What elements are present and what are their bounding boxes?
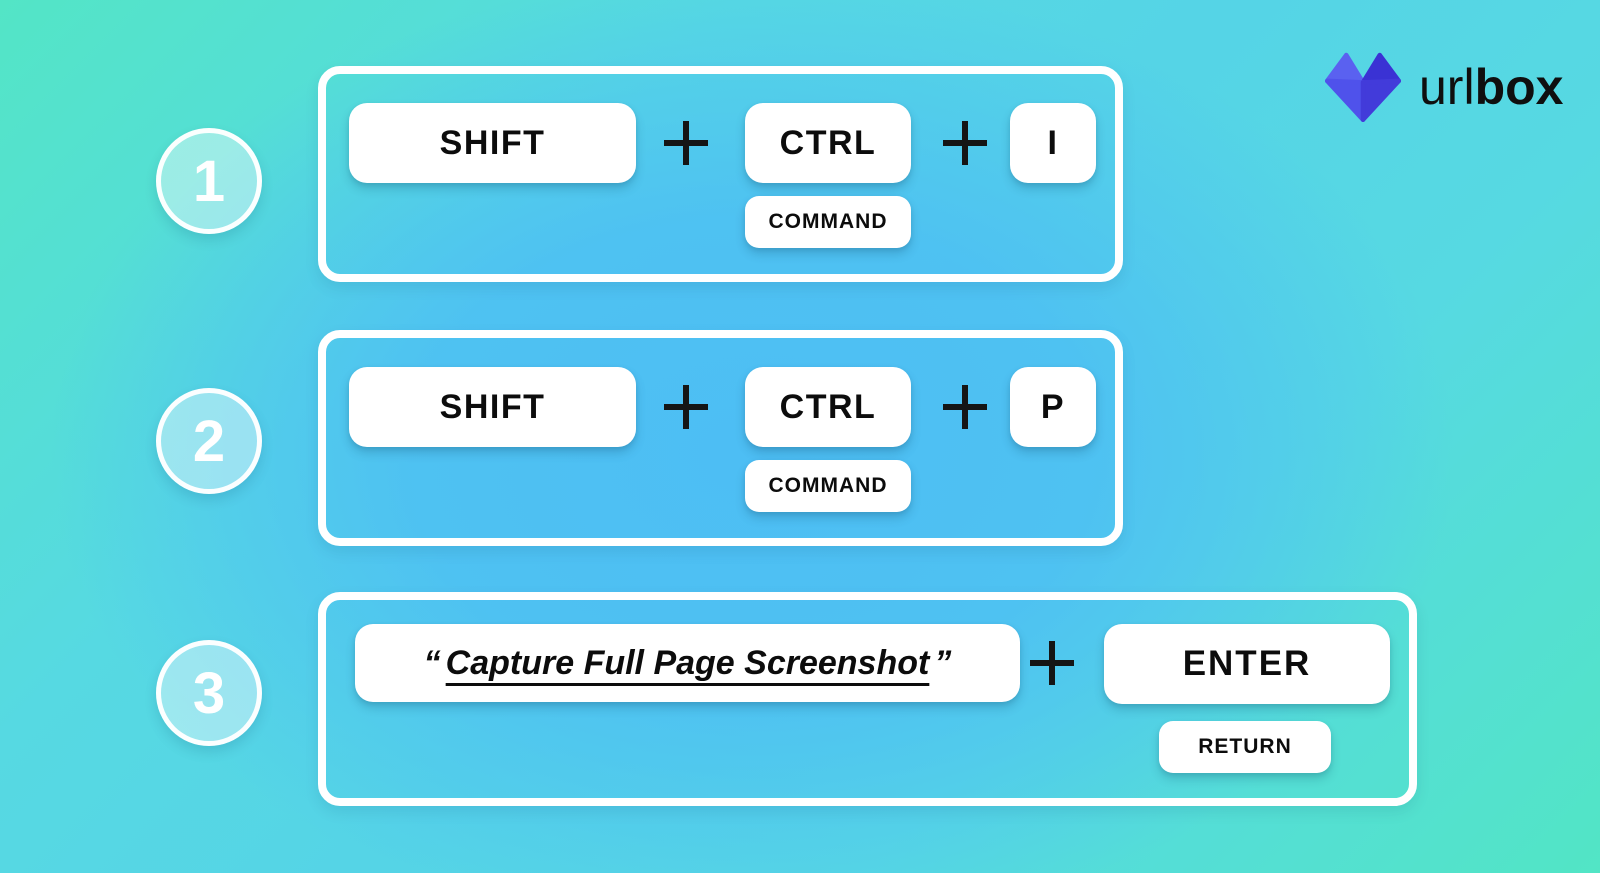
key-enter-label: ENTER <box>1182 644 1312 683</box>
plus-icon <box>663 367 709 447</box>
plus-icon <box>942 367 988 447</box>
key-shift: SHIFT <box>349 103 636 183</box>
phrase-text: Capture Full Page Screenshot <box>445 643 930 682</box>
plus-icon <box>942 103 988 183</box>
step-2-number-badge: 2 <box>156 388 262 494</box>
key-enter: ENTER <box>1104 624 1390 704</box>
plus-icon <box>1029 624 1075 702</box>
key-shift: SHIFT <box>349 367 636 447</box>
key-command-label: COMMAND <box>768 210 888 233</box>
step-2-box: SHIFT CTRL COMMAND P <box>318 330 1123 546</box>
step-3-box: “Capture Full Page Screenshot” ENTER RET… <box>318 592 1417 806</box>
urlbox-logo: urlbox <box>1323 52 1563 122</box>
key-ctrl: CTRL <box>745 367 911 447</box>
key-command: COMMAND <box>745 196 911 248</box>
key-shift-label: SHIFT <box>439 387 546 426</box>
step-1-number: 1 <box>192 148 226 214</box>
key-letter-i: I <box>1010 103 1096 183</box>
step-3-number-badge: 3 <box>156 640 262 746</box>
key-letter-i-label: I <box>1047 123 1059 162</box>
step-3-number: 3 <box>192 660 226 726</box>
key-command-label: COMMAND <box>768 474 888 497</box>
plus-icon <box>663 103 709 183</box>
key-return: RETURN <box>1159 721 1331 773</box>
key-letter-p: P <box>1010 367 1096 447</box>
key-letter-p-label: P <box>1040 387 1066 426</box>
key-shift-label: SHIFT <box>439 123 546 162</box>
key-ctrl-label: CTRL <box>779 387 877 426</box>
logo-text-url: url <box>1419 59 1475 115</box>
key-phrase-capture-full-page-screenshot: “Capture Full Page Screenshot” <box>355 624 1020 702</box>
step-1-number-badge: 1 <box>156 128 262 234</box>
close-quote: ” <box>934 643 952 682</box>
open-quote: “ <box>423 643 441 682</box>
key-ctrl: CTRL <box>745 103 911 183</box>
step-1-box: SHIFT CTRL COMMAND I <box>318 66 1123 282</box>
key-ctrl-label: CTRL <box>779 123 877 162</box>
key-command: COMMAND <box>745 460 911 512</box>
urlbox-gem-icon <box>1324 52 1402 122</box>
key-return-label: RETURN <box>1198 735 1292 758</box>
urlbox-logo-text: urlbox <box>1419 52 1563 122</box>
logo-text-box: box <box>1474 59 1564 115</box>
step-2-number: 2 <box>192 408 226 474</box>
